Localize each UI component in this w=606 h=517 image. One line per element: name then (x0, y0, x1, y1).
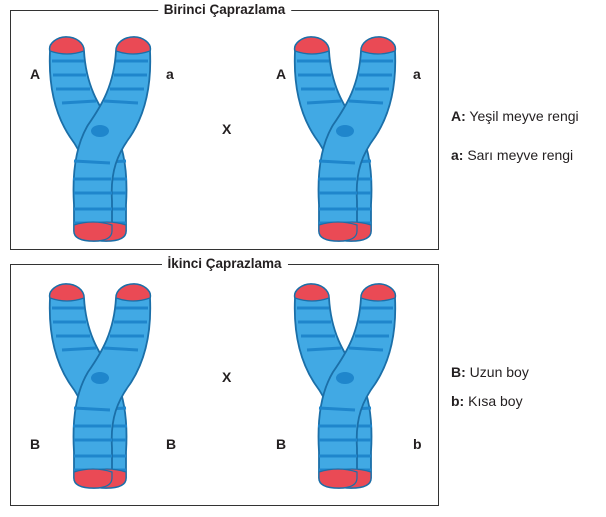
legend-text: Uzun boy (469, 364, 529, 380)
allele-label: b (413, 436, 422, 452)
telomere (294, 36, 330, 55)
chromatid-right (72, 283, 152, 489)
legend-item: a: Sarı meyve rengi (451, 146, 573, 164)
chromosome-cross2-right (285, 280, 405, 490)
allele-label: B (166, 436, 177, 452)
legend-item: b: Kısa boy (451, 392, 523, 410)
telomere (49, 36, 85, 55)
first-cross-title: Birinci Çaprazlama (157, 2, 292, 18)
chromosome-icon (48, 283, 152, 489)
chromosome-cross2-left (40, 280, 160, 490)
first-cross-panel: Birinci Çaprazlama (10, 2, 439, 250)
centromere (336, 372, 354, 384)
legend-key: A: (451, 108, 466, 124)
chromosome-cross1-right (285, 33, 405, 243)
allele-label: a (413, 66, 421, 82)
legend-key: b: (451, 393, 465, 409)
telomere (318, 221, 358, 242)
centromere (336, 125, 354, 137)
legend-key: B: (451, 364, 466, 380)
chromosome-band (348, 99, 384, 105)
allele-label: A (30, 66, 41, 82)
cross-symbol: X (222, 369, 232, 385)
chromosome-band (103, 346, 139, 352)
legend-text: Sarı meyve rengi (467, 147, 574, 163)
chromosome-cross1-left (40, 33, 160, 243)
chromosome-icon (48, 36, 152, 242)
telomere (360, 36, 396, 55)
chromosome-band (318, 159, 356, 165)
chromosome-band (318, 406, 356, 412)
chromosome-icon (293, 36, 397, 242)
allele-label: B (276, 436, 287, 452)
chromosome-band (306, 99, 342, 105)
chromosome-band (348, 346, 384, 352)
telomere (73, 221, 113, 242)
second-cross-title: İkinci Çaprazlama (161, 256, 288, 272)
chromosome-band (73, 406, 111, 412)
legend-text: Yeşil meyve rengi (469, 108, 579, 124)
centromere (91, 125, 109, 137)
legend-item: B: Uzun boy (451, 363, 529, 381)
centromere (91, 372, 109, 384)
chromosome-icon (293, 283, 397, 489)
allele-label: B (30, 436, 41, 452)
legend-key: a: (451, 147, 464, 163)
legend-item: A: Yeşil meyve rengi (451, 107, 579, 125)
telomere (360, 283, 396, 302)
legend-text: Kısa boy (468, 393, 523, 409)
telomere (115, 36, 151, 55)
chromosome-band (61, 346, 97, 352)
allele-label: A (276, 66, 287, 82)
chromatid-right (317, 283, 397, 489)
cross-symbol: X (222, 121, 232, 137)
telomere (318, 468, 358, 489)
chromosome-band (61, 99, 97, 105)
chromosome-band (73, 159, 111, 165)
chromosome-band (306, 346, 342, 352)
allele-label: a (166, 66, 174, 82)
telomere (294, 283, 330, 302)
telomere (73, 468, 113, 489)
chromosome-band (103, 99, 139, 105)
telomere (49, 283, 85, 302)
second-cross-panel: İkinci Çaprazlama (10, 256, 439, 506)
telomere (115, 283, 151, 302)
